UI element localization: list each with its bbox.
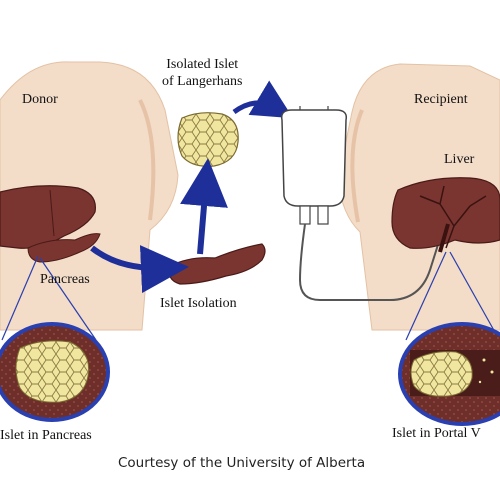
recipient-label: Recipient [414,92,468,107]
recipient-arm-shadow [350,109,364,223]
isolated-islet-label: Isolated Islet of Langerhans [162,57,243,89]
islet-in-pancreas-label: Islet in Pancreas [0,428,92,443]
extracted-pancreas [168,243,266,285]
donor-label: Donor [22,92,58,107]
arrow-islet-to-bag [232,80,294,119]
pancreas-label: Pancreas [40,272,90,287]
islet-in-portal-vein-cluster [410,351,473,397]
portal-vein [438,223,450,253]
islet-in-pancreas-cluster [15,340,90,403]
infusion-bag [280,109,348,207]
infusion-tube [298,223,443,301]
isolated-islet-cluster [177,112,239,167]
portal-vein-branches [419,185,487,249]
bag-port-right [317,205,329,225]
islet-isolation-label: Islet Isolation [160,296,237,311]
arrow-pancreas-to-isolation [90,245,189,294]
bag-port-left [299,205,311,225]
donor-arm-shadow [138,99,156,221]
donor-pancreas [27,233,101,263]
image-credit: Courtesy of the University of Alberta [118,455,366,471]
liver-label: Liver [444,152,475,167]
islet-in-portal-vein-label: Islet in Portal V [392,426,481,441]
arrow-isolation-to-islet [180,158,228,255]
